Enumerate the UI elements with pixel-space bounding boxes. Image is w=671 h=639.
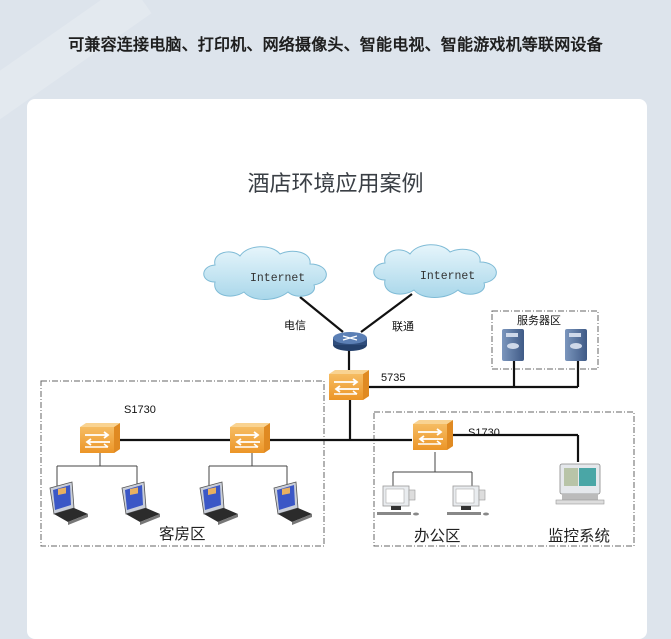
guest-switch-label: S1730 <box>124 404 156 416</box>
isp-label-telecom: 电信 <box>284 319 306 332</box>
compatibility-caption: 可兼容连接电脑、打印机、网络摄像头、智能电视、智能游戏机等联网设备 <box>68 35 603 54</box>
server-icon <box>565 329 587 361</box>
internet-cloud-unicom: Internet <box>373 244 497 298</box>
guest-switch-icon <box>79 422 121 454</box>
cloud-label: Internet <box>420 270 475 283</box>
router-icon <box>333 332 367 351</box>
laptop-icon <box>273 481 313 526</box>
office-zone-box <box>373 411 635 547</box>
isp-label-unicom: 联通 <box>392 320 414 333</box>
laptop-icon <box>121 481 161 526</box>
internet-cloud-telecom: Internet <box>203 246 327 300</box>
guest-zone-label: 客房区 <box>159 525 206 543</box>
guest-zone-box <box>40 380 325 547</box>
core-switch-icon <box>328 369 370 401</box>
server-zone-label: 服务器区 <box>517 314 561 327</box>
network-diagram: Internet Internet 电信 联通 5735 服务器区 S1730 … <box>40 244 635 547</box>
case-card <box>27 99 647 639</box>
case-title: 酒店环境应用案例 <box>247 172 424 197</box>
server-zone-box <box>491 310 599 370</box>
core-switch-label: 5735 <box>381 372 405 384</box>
laptop-icon <box>49 481 89 526</box>
monitoring-station-icon <box>555 463 605 505</box>
desktop-pc-icon <box>446 485 490 516</box>
access-links <box>56 452 473 490</box>
desktop-pc-icon <box>376 485 420 516</box>
server-icon <box>502 329 524 361</box>
office-zone-label: 办公区 <box>414 527 461 545</box>
backbone-links <box>120 293 580 462</box>
office-switch-icon <box>412 419 454 451</box>
office-switch-label: S1730 <box>468 427 500 439</box>
laptop-icon <box>199 481 239 526</box>
monitor-zone-label: 监控系统 <box>548 527 610 545</box>
guest-switch-icon <box>229 422 271 454</box>
cloud-label: Internet <box>250 272 305 285</box>
